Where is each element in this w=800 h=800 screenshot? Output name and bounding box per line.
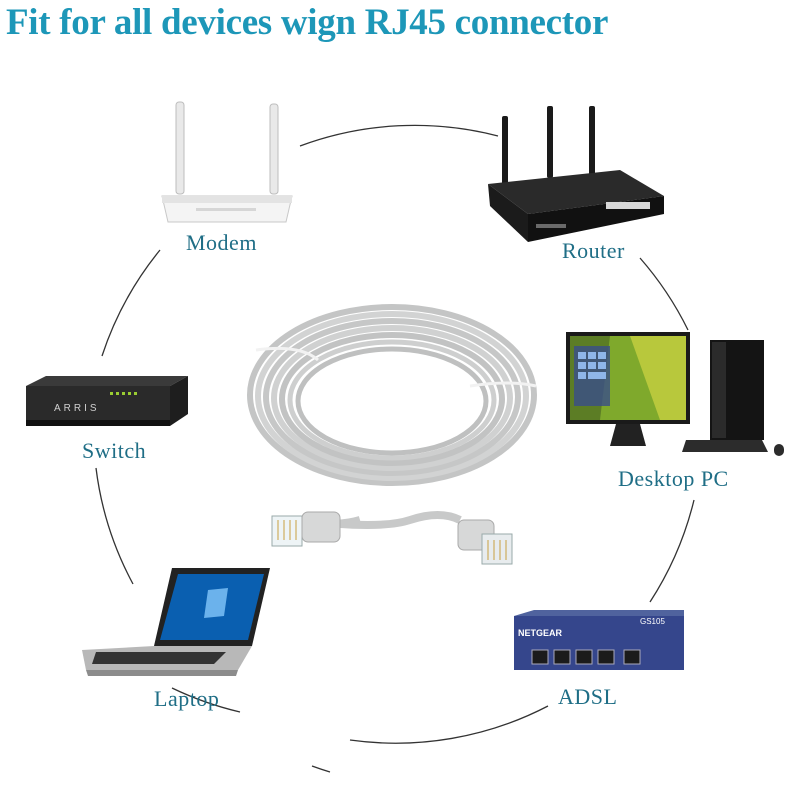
- label-modem: Modem: [186, 230, 257, 255]
- rj45-connector-right: [457, 519, 513, 565]
- adsl-model: GS105: [640, 617, 665, 626]
- switch-brand: ARRIS: [54, 403, 100, 414]
- adsl-brand: NETGEAR: [518, 628, 563, 638]
- modem-image: [161, 101, 293, 223]
- headline: Fit for all devices wign RJ45 connector: [6, 2, 609, 43]
- adsl-image: NETGEAR GS105: [514, 610, 684, 670]
- coiled-cable: [247, 304, 537, 529]
- switch-image: ARRIS: [26, 376, 188, 426]
- label-adsl: ADSL: [558, 684, 618, 709]
- router-image: [488, 106, 664, 242]
- label-laptop: Laptop: [154, 686, 220, 711]
- desktop-pc-image: [566, 332, 784, 456]
- laptop-image: [82, 568, 270, 676]
- label-desktop-pc: Desktop PC: [618, 466, 729, 491]
- label-router: Router: [562, 238, 625, 263]
- label-switch: Switch: [82, 438, 147, 463]
- connection-ring: [95, 124, 695, 773]
- rj45-connector-left: [271, 511, 341, 547]
